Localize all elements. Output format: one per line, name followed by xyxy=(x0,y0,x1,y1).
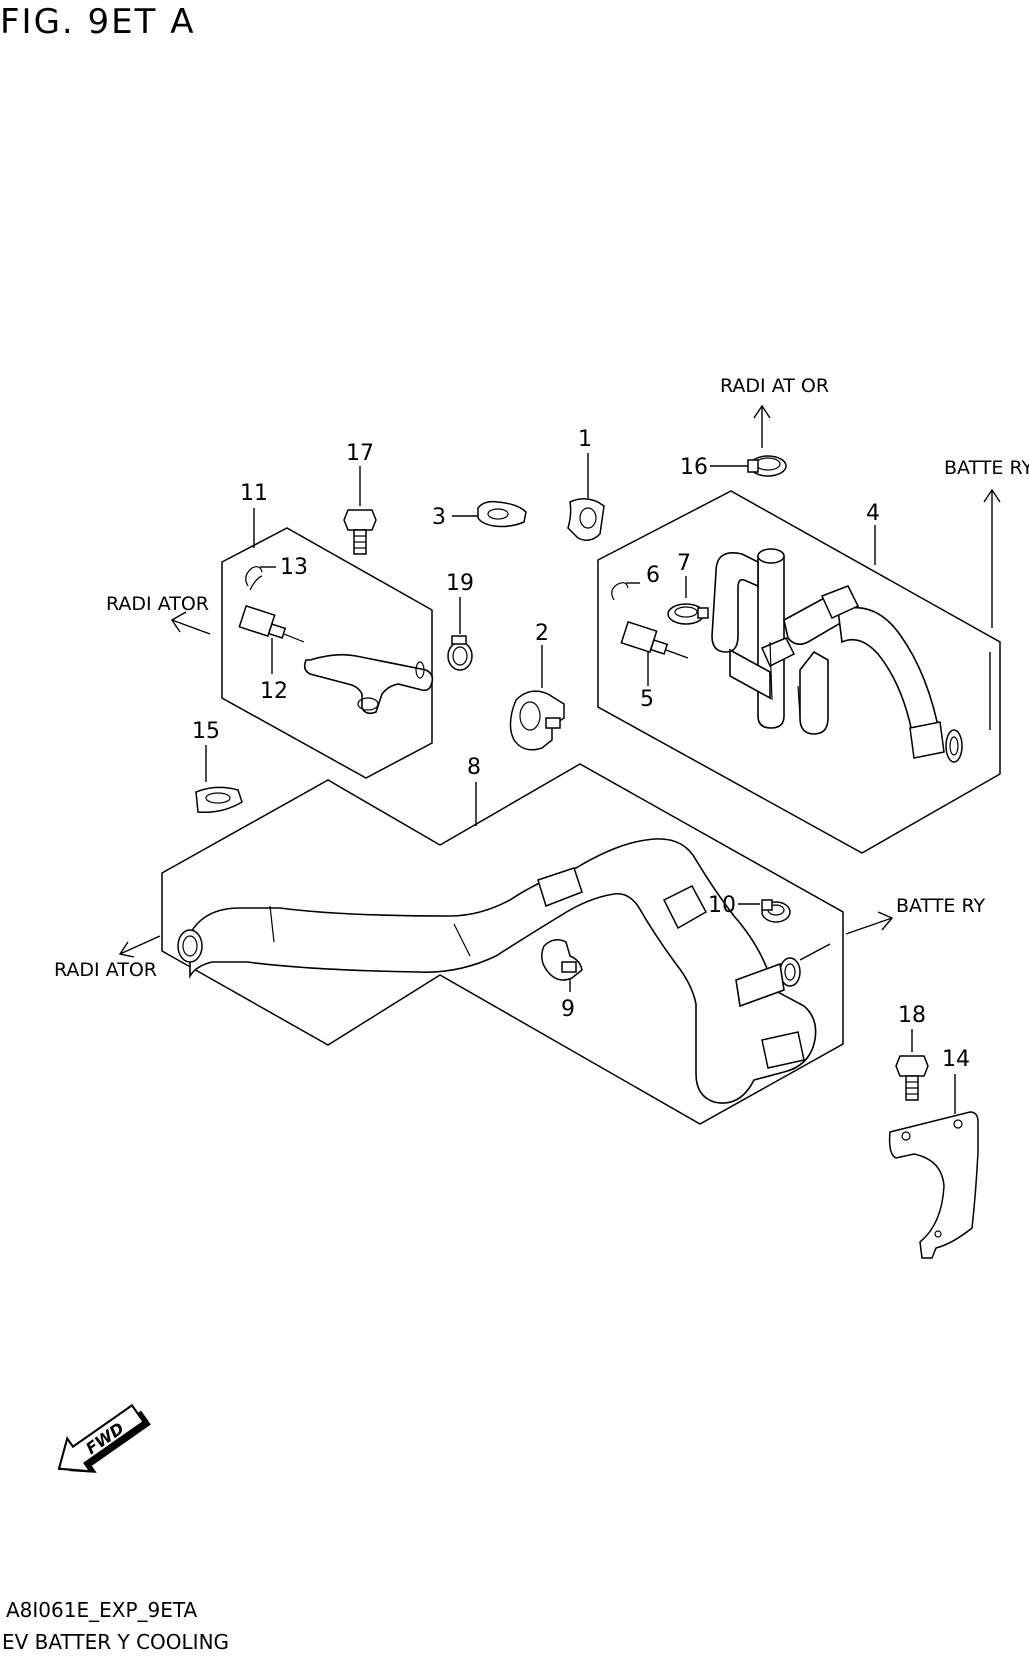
part-14-bracket xyxy=(888,1111,979,1259)
callout-13[interactable]: 13 xyxy=(280,555,308,580)
group-box-11 xyxy=(221,527,433,779)
callout-12[interactable]: 12 xyxy=(260,679,288,704)
arrow-left-icon xyxy=(171,611,187,633)
footer-diagram-code: A8I061E_EXP_9ETA xyxy=(6,1598,198,1622)
callout-15[interactable]: 15 xyxy=(192,719,220,744)
part-7-clamp xyxy=(667,603,709,625)
callout-2[interactable]: 2 xyxy=(535,621,549,646)
arrow-left-icon xyxy=(118,941,135,958)
label-radiator-left: RADI ATOR xyxy=(106,593,209,615)
callout-6[interactable]: 6 xyxy=(646,563,660,588)
part-12-sensor xyxy=(238,604,305,643)
footer-diagram-name: EV BATTER Y COOLING xyxy=(2,1630,230,1654)
part-3-clamp xyxy=(477,500,527,528)
label-battery-top: BATTE RY xyxy=(944,457,1029,479)
callout-19[interactable]: 19 xyxy=(446,571,474,596)
part-19-clamp xyxy=(447,635,473,671)
label-radiator-lower: RADI ATOR xyxy=(54,959,157,981)
direction-labels: RADI AT OR BATTE RY RADI ATOR RADI ATOR … xyxy=(54,375,1029,981)
fwd-arrow-icon: FWD xyxy=(57,1404,151,1473)
arrow-up-icon xyxy=(983,488,1001,503)
arrow-up-icon xyxy=(753,404,771,419)
leader-lines xyxy=(205,453,956,1114)
callout-14[interactable]: 14 xyxy=(942,1047,970,1072)
arrow-right-icon xyxy=(877,911,894,931)
part-6-clip xyxy=(611,582,629,601)
callout-4[interactable]: 4 xyxy=(866,501,880,526)
part-11-t-joint xyxy=(303,653,434,715)
part-13-clip xyxy=(245,566,263,591)
part-10-clamp xyxy=(761,899,791,923)
callout-labels: 1 2 3 4 5 6 7 8 9 10 11 12 13 14 15 16 1… xyxy=(192,427,970,1072)
part-17-bolt xyxy=(343,509,377,555)
part-9-clip xyxy=(541,939,583,981)
callout-8[interactable]: 8 xyxy=(467,755,481,780)
part-2-bracket xyxy=(509,690,565,751)
callout-1[interactable]: 1 xyxy=(578,427,592,452)
callout-10[interactable]: 10 xyxy=(708,893,736,918)
part-15-clamp xyxy=(195,786,243,814)
group-box-8 xyxy=(161,763,844,1125)
callout-3[interactable]: 3 xyxy=(432,505,446,530)
callout-9[interactable]: 9 xyxy=(561,997,575,1022)
label-battery-right: BATTE RY xyxy=(896,895,985,917)
callout-18[interactable]: 18 xyxy=(898,1003,926,1028)
label-radiator-top: RADI AT OR xyxy=(720,375,829,397)
part-5-sensor xyxy=(620,620,689,659)
figure-title: FIG. 9ET A xyxy=(0,2,196,42)
direction-arrows xyxy=(118,404,1001,961)
part-4-hose-assembly xyxy=(711,548,963,763)
part-18-bolt xyxy=(895,1055,929,1101)
part-1-clip xyxy=(567,498,605,541)
group-box-4 xyxy=(597,490,1001,854)
callout-11[interactable]: 11 xyxy=(240,481,268,506)
callout-17[interactable]: 17 xyxy=(346,441,374,466)
callout-5[interactable]: 5 xyxy=(640,687,654,712)
part-16-clamp xyxy=(747,455,787,477)
callout-7[interactable]: 7 xyxy=(677,551,691,576)
part-8-long-hose xyxy=(177,838,817,1104)
callout-16[interactable]: 16 xyxy=(680,455,708,480)
